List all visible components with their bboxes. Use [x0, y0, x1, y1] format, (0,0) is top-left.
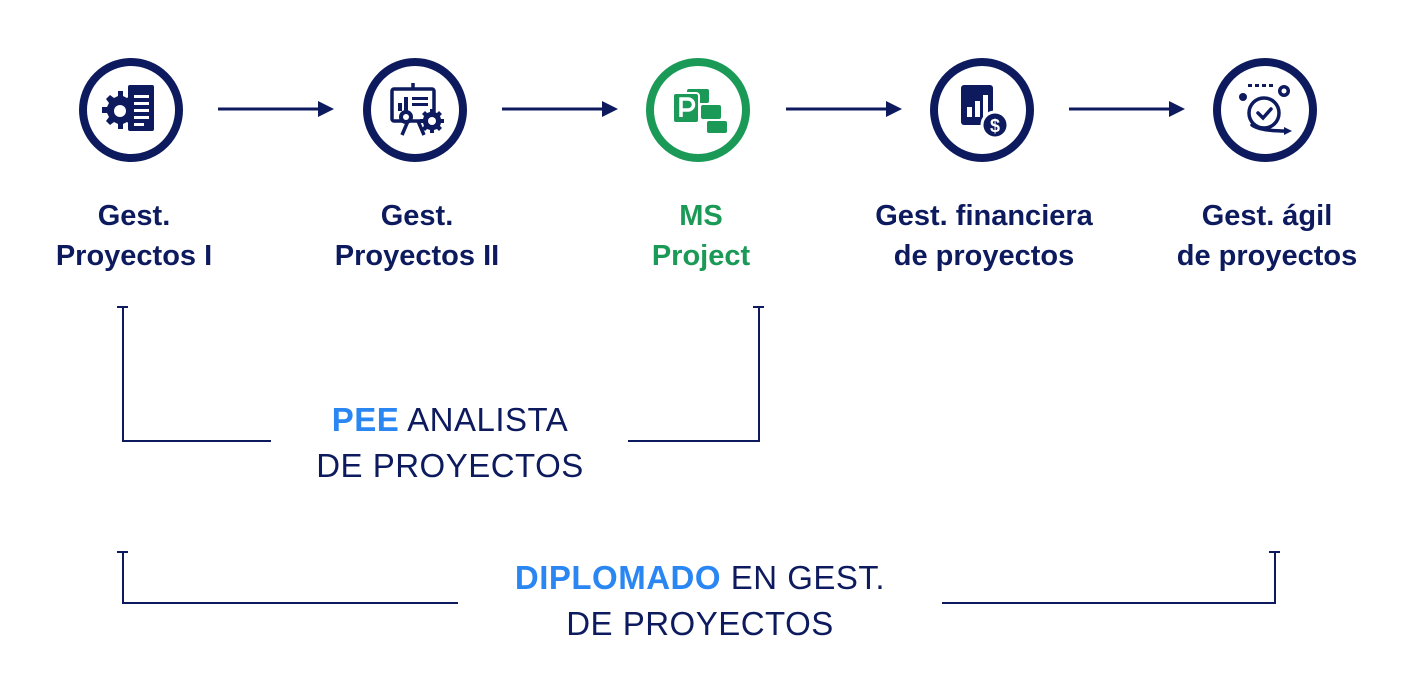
diplomado-bracket-left-vertical	[122, 551, 124, 604]
pee-rest: ANALISTA	[399, 401, 569, 438]
step-1-circle	[79, 58, 183, 162]
arrow-4-to-5	[1069, 101, 1185, 117]
pee-program-line2: DE PROYECTOS	[316, 447, 584, 484]
step-2-label-line1: Gest.	[380, 200, 454, 232]
pee-program-line1: PEE ANALISTA	[270, 397, 630, 443]
diplomado-program-label: DIPLOMADO EN GEST. DE PROYECTOS	[462, 555, 938, 647]
step-2-label: Gest. Proyectos II	[277, 196, 557, 276]
pee-bracket-right-horizontal	[628, 440, 760, 442]
presentation-chart-gear-icon	[390, 83, 444, 136]
agile-cycle-icon	[1239, 84, 1292, 135]
diplomado-program-line1: DIPLOMADO EN GEST.	[462, 555, 938, 601]
gear-document-icon	[102, 85, 154, 131]
step-4-label: Gest. financiera de proyectos	[844, 196, 1124, 276]
ms-project-icon	[672, 89, 727, 133]
step-5-circle	[1213, 58, 1317, 162]
diplomado-bracket-right-horizontal	[942, 602, 1276, 604]
step-2-label-line2: Proyectos II	[334, 240, 500, 272]
arrow-1-to-2	[218, 101, 334, 117]
step-3-label: MS Project	[561, 196, 841, 276]
step-4-label-line2: de proyectos	[893, 240, 1075, 272]
step-1-label: Gest. Proyectos I	[0, 196, 274, 276]
pee-bracket-left-horizontal	[122, 440, 271, 442]
diplomado-bracket-right-tick	[1269, 551, 1280, 553]
finance-dollar-icon: $	[961, 85, 1010, 140]
pee-bracket-right-vertical	[758, 306, 760, 442]
pee-highlight: PEE	[331, 401, 400, 438]
diplomado-program-line2: DE PROYECTOS	[566, 605, 834, 642]
diplomado-bracket-right-vertical	[1274, 551, 1276, 604]
pee-program-label: PEE ANALISTA DE PROYECTOS	[270, 397, 630, 489]
step-4-circle: $	[930, 58, 1034, 162]
step-4-label-line1: Gest. financiera	[875, 200, 1093, 232]
pee-bracket-left-vertical	[122, 306, 124, 442]
step-3-label-line1: MS	[679, 200, 723, 232]
arrow-3-to-4	[786, 101, 902, 117]
diplomado-highlight: DIPLOMADO	[514, 559, 722, 596]
step-5-label-line2: de proyectos	[1176, 240, 1358, 272]
step-2-circle	[363, 58, 467, 162]
step-5-label-line1: Gest. ágil	[1201, 200, 1333, 232]
step-5-label: Gest. ágil de proyectos	[1127, 196, 1403, 276]
diplomado-bracket-left-horizontal	[122, 602, 458, 604]
svg-text:$: $	[990, 116, 1000, 136]
step-3-label-line2: Project	[651, 240, 751, 272]
diplomado-rest: EN GEST.	[721, 559, 886, 596]
pee-bracket-right-tick	[753, 306, 764, 308]
step-3-circle	[646, 58, 750, 162]
step-1-label-line1: Gest.	[97, 200, 171, 232]
arrow-2-to-3	[502, 101, 618, 117]
step-1-label-line2: Proyectos I	[55, 240, 213, 272]
